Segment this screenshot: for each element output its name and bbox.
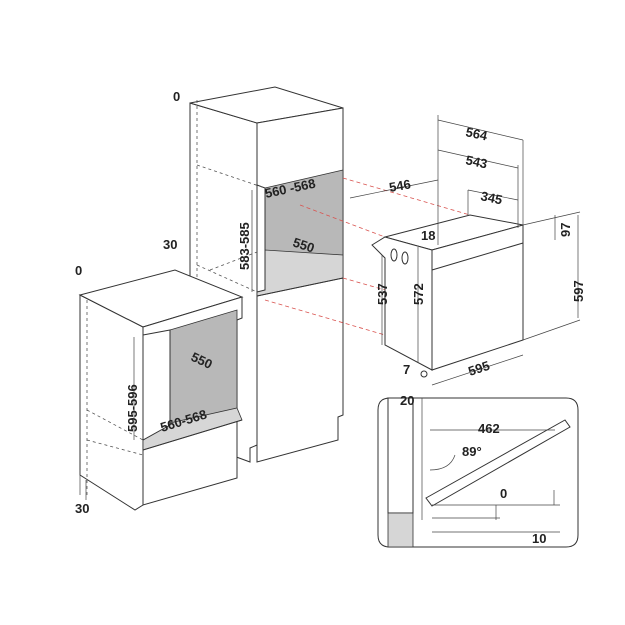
oven-depth-overall-label: 564 <box>464 124 489 143</box>
oven-depth-top-label: 345 <box>479 188 503 207</box>
door-detail <box>377 397 579 548</box>
door-angle-label: 89° <box>462 444 482 459</box>
oven-total-height-label: 597 <box>571 280 586 302</box>
tall-cabinet-top-gap-label: 0 <box>173 89 180 104</box>
oven-body-height-label: 537 <box>375 283 390 305</box>
oven-door-offset-label: 20 <box>400 393 414 408</box>
door-level-bottom-label: 10 <box>532 531 546 546</box>
tall-cabinet-opening-height-label: 583-585 <box>237 222 252 270</box>
oven-depth-flange-label: 546 <box>388 176 412 195</box>
base-cabinet-opening-height-label: 595-596 <box>125 384 140 432</box>
oven-depth-body-label: 543 <box>464 152 488 171</box>
door-detail-frame <box>377 397 579 548</box>
tall-cabinet-side-gap-label: 30 <box>163 237 177 252</box>
base-cabinet-top-gap-label: 0 <box>75 263 82 278</box>
door-level-top-label: 0 <box>500 486 507 501</box>
base-cabinet <box>78 269 244 511</box>
oven <box>349 115 581 386</box>
oven-width-label: 595 <box>466 358 491 379</box>
oven-flange-label: 18 <box>421 228 435 243</box>
oven-frame-height-label: 572 <box>411 283 426 305</box>
alignment-guides <box>264 177 471 336</box>
oven-panel-height-label: 97 <box>558 223 573 237</box>
base-cabinet-side-gap-label: 30 <box>75 501 89 516</box>
oven-bottom-offset-label: 7 <box>403 362 410 377</box>
door-open-length-label: 462 <box>478 421 500 436</box>
tall-cabinet-opening-depth-label: 550 <box>291 235 316 256</box>
